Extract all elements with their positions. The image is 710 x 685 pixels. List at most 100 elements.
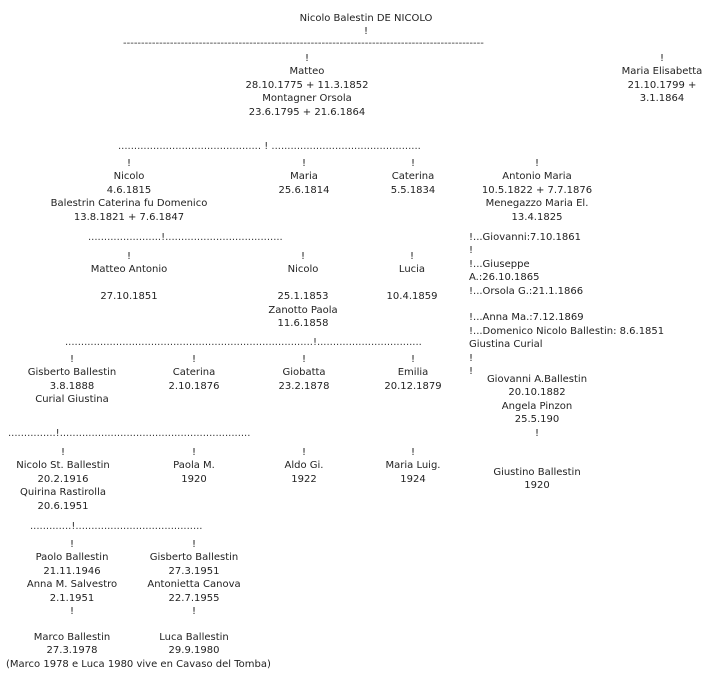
node-line: ! (126, 251, 131, 262)
node-line: Matteo (289, 66, 325, 78)
node-line: 11.6.1858 (277, 318, 329, 330)
node-line: 25.6.1814 (278, 184, 330, 196)
node-line: 20.6.1951 (37, 500, 89, 512)
node-line (469, 298, 664, 311)
node-line: 29.9.1980 (168, 645, 220, 657)
node-line: ! (126, 158, 131, 169)
node-line: 2.1.1951 (49, 592, 95, 604)
node-line: Montagner Orsola (262, 93, 352, 105)
node-line: ! (410, 158, 415, 169)
node-maria-luig-1924: !Maria Luig.1924 (386, 446, 441, 486)
node-line: 3.1.1864 (639, 93, 685, 105)
node-line: Giustino Ballestin (493, 467, 581, 478)
node-line: 13.4.1825 (511, 211, 563, 223)
node-line: !...Orsola G.:21.1.1866 (469, 285, 584, 297)
node-line: 1920 (181, 473, 207, 485)
node-line: 20.12.1879 (384, 380, 442, 392)
node-line: Antonio Maria (502, 171, 572, 183)
node-line: ! (410, 354, 416, 365)
node-line: Caterina (391, 171, 435, 183)
node-lucia-1859: !Lucia 10.4.1859 (387, 250, 438, 304)
node-line: ! (191, 539, 196, 550)
node-line: ! (469, 366, 474, 378)
node-line (387, 277, 438, 290)
node-root: Nicolo Balestin DE NICOLO! (300, 12, 433, 39)
node-line: ! (659, 53, 665, 64)
node-line: !...Domenico Nicolo Ballestin: 8.6.1851 (469, 325, 665, 337)
node-line: Maria Elisabetta (621, 66, 703, 78)
node-line: Nicolo St. Ballestin (16, 460, 110, 472)
nicolo-1916-children-connector: .............!..........................… (30, 521, 203, 532)
node-line: 23.2.1878 (278, 380, 330, 392)
node-line: 2.10.1876 (168, 380, 220, 392)
node-line (268, 277, 337, 290)
node-line: 23.6.1795 + 21.6.1864 (248, 106, 366, 118)
node-line: 1924 (400, 473, 426, 485)
node-line: 25.5.190 (514, 414, 560, 426)
node-line: 10.4.1859 (386, 291, 438, 303)
node-line: ! (69, 539, 74, 550)
node-line: Antonietta Canova (147, 579, 241, 591)
node-line: Emilia (397, 367, 429, 379)
node-line: ! (469, 352, 474, 364)
node-line: ! (301, 447, 307, 458)
node-line: Nicolo (113, 171, 145, 183)
node-line: ! (534, 158, 540, 169)
footnote: (Marco 1978 e Luca 1980 vive en Cavaso d… (6, 659, 271, 670)
node-line: Quirina Rastirolla (20, 487, 106, 499)
node-line: ! (69, 606, 74, 618)
node-line: Caterina (172, 367, 216, 379)
node-line: ! (301, 158, 306, 169)
node-line: ! (410, 447, 415, 458)
node-line: ! (300, 251, 305, 262)
node-line: Giovanni A.Ballestin (486, 374, 588, 385)
node-line: Giobatta (282, 367, 326, 379)
node-line: Matteo Antonio (90, 264, 168, 276)
node-line: Curial Giustina (35, 394, 109, 406)
node-line: 1922 (291, 473, 317, 485)
node-line: !...Giuseppe (469, 258, 530, 270)
matteo-children-connector: ........................................… (118, 141, 421, 152)
node-line: ! (534, 427, 539, 439)
node-line: !...Giovanni:7.10.1861 (469, 232, 581, 243)
node-line: ! (191, 354, 196, 365)
node-line: 22.7.1955 (168, 592, 220, 604)
node-line: Luca Ballestin (159, 632, 229, 643)
node-line: ! (60, 447, 65, 458)
node-line: Lucia (398, 264, 426, 276)
node-line: ! (301, 354, 306, 365)
node-line: Nicolo Balestin DE NICOLO (299, 13, 433, 24)
node-line: 20.10.1882 (508, 387, 566, 399)
node-aldo-1922: !Aldo Gi.1922 (285, 446, 324, 486)
node-line: ! (69, 354, 75, 365)
node-line: Gisberto Ballestin (27, 367, 117, 379)
node-line: ! (469, 245, 474, 257)
node-line: 27.3.1951 (168, 565, 220, 577)
node-line: Menegazzo Maria El. (485, 198, 589, 210)
node-paola-1920: !Paola M.1920 (173, 446, 215, 486)
node-line: ! (191, 606, 196, 618)
node-line: Angela Pinzon (501, 400, 573, 412)
node-line: ! (304, 53, 310, 64)
node-line: Paolo Ballestin (35, 552, 109, 564)
node-line: Anna M. Salvestro (26, 579, 118, 591)
node-line: Maria (290, 171, 318, 183)
node-line: 10.5.1822 + 7.7.1876 (481, 184, 593, 196)
node-line: 27.10.1851 (100, 291, 158, 303)
node-line: Zanotto Paola (268, 304, 338, 316)
node-line: 21.10.1799 + (627, 79, 697, 91)
node-line: Nicolo (287, 264, 319, 276)
